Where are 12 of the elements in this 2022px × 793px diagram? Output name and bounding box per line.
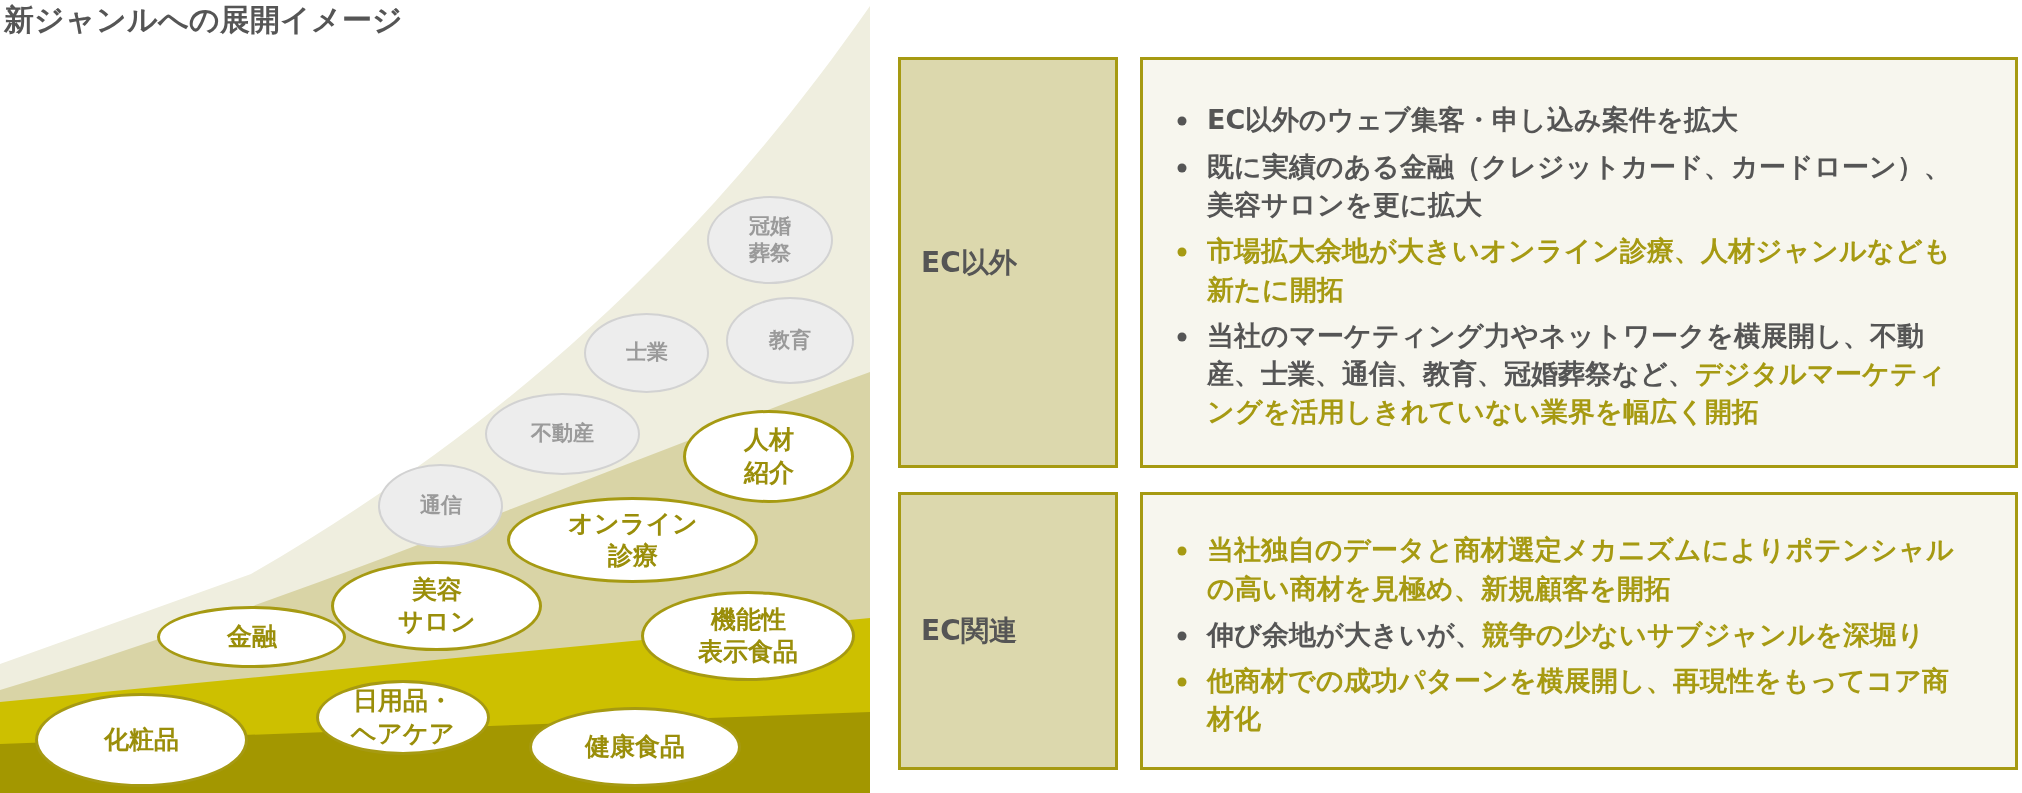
bullet-text: 当社のマーケティング力やネットワークを横展開し、不動産、士業、通信、教育、冠婚葬祭など、デジタルマーケティングを活用しきれていない業界を幅広く開拓 [1171, 316, 1955, 432]
bullet-text: 既に実績のある金融（クレジットカード、カードローン）、美容サロンを更に拡大 [1171, 147, 1955, 225]
category-label-box: EC関連 [898, 492, 1118, 770]
bullet-text: 伸び余地が大きいが、競争の少ないサブジャンルを深堀り [1171, 615, 1955, 655]
text-panel [1140, 57, 2018, 468]
bullet-text: 市場拡大余地が大きいオンライン診療、人材ジャンルなども新たに開拓 [1171, 232, 1955, 309]
bullet-text: EC以外のウェブ集客・申し込み案件を拡大 [1171, 101, 1955, 140]
text-panel [1140, 492, 2018, 770]
bullet-text: 当社独自のデータと商材選定メカニズムによりポテンシャルの高い商材を見極め、新規顧客を開拓 [1171, 531, 1955, 608]
diagram-title: 新ジャンルへの展開イメージ [4, 1, 403, 39]
bullet-text: 他商材での成功パターンを横展開し、再現性をもってコア商材化 [1171, 662, 1955, 739]
category-label-box: EC以外 [898, 57, 1118, 468]
